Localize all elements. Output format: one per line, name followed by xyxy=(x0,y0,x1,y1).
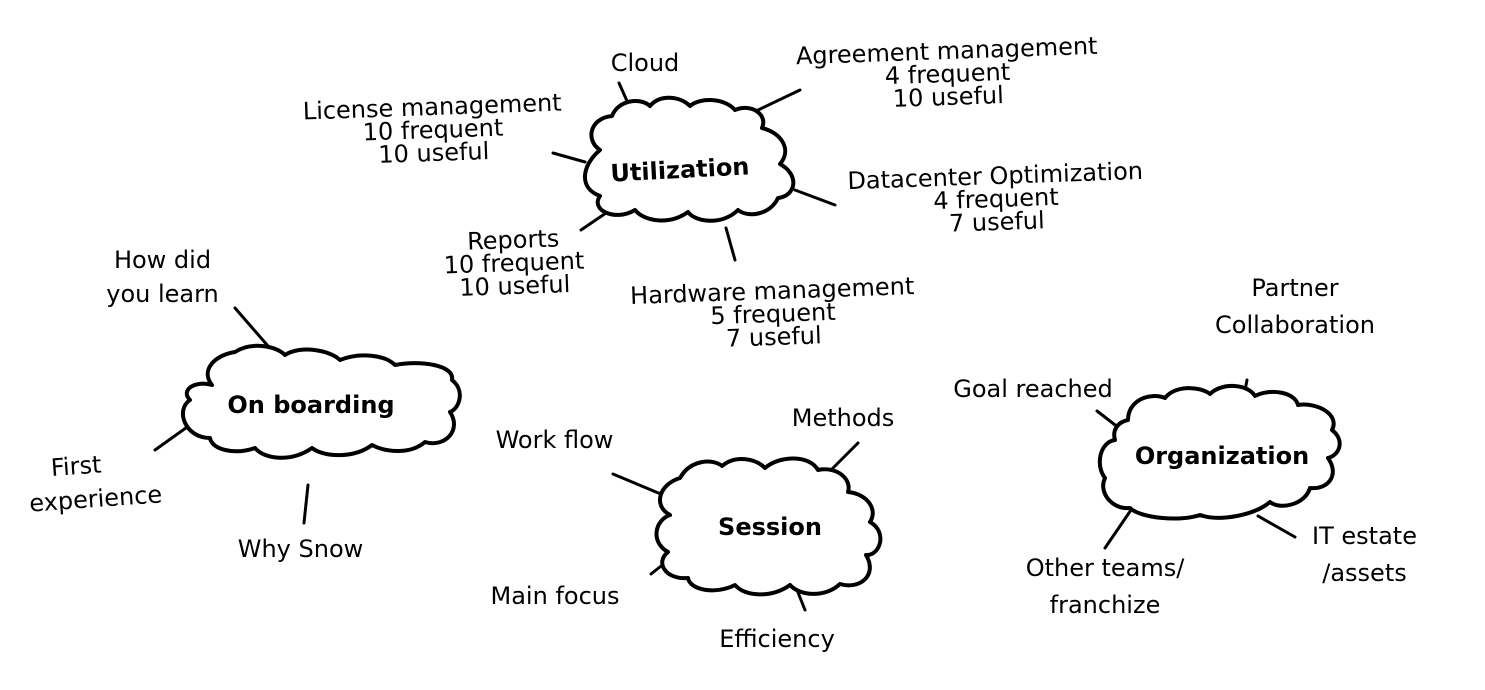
label-partner-line1: Partner xyxy=(1251,274,1339,302)
spoke-why-snow xyxy=(302,483,310,525)
label-it-estate: IT estate /assets xyxy=(1292,518,1437,592)
spoke-other-teams xyxy=(1103,508,1133,550)
session-cluster: Session xyxy=(611,441,883,612)
label-datacenter: Datacenter Optimization 4 frequent 7 use… xyxy=(835,157,1157,239)
label-why-snow-text: Why Snow xyxy=(237,535,364,563)
spoke-hardware xyxy=(724,226,737,262)
label-work-flow-text: Work flow xyxy=(495,426,614,454)
spoke-agreement xyxy=(754,88,802,113)
spoke-license xyxy=(551,151,587,164)
label-reports: Reports 10 frequent 10 useful xyxy=(431,224,597,301)
label-main-focus: Main focus xyxy=(480,582,630,610)
utilization-cluster: Utilization xyxy=(551,81,837,262)
label-other-teams: Other teams/ franchize xyxy=(1005,550,1205,624)
label-it-estate-line1: IT estate xyxy=(1312,522,1417,550)
session-cloud xyxy=(654,456,883,597)
label-partner: Partner Collaboration xyxy=(1200,270,1390,344)
label-goal: Goal reached xyxy=(944,375,1122,403)
label-first-exp: First experience xyxy=(20,443,169,521)
onboarding-cloud xyxy=(180,343,462,460)
organization-hub-label: Organization xyxy=(1135,442,1309,470)
label-other-teams-line2: franchize xyxy=(1049,591,1161,619)
label-how-learn-line2: you learn xyxy=(106,280,219,308)
spoke-methods xyxy=(826,441,860,475)
onboarding-hub-label: On boarding xyxy=(227,391,394,419)
spoke-it-estate xyxy=(1256,514,1297,539)
label-work-flow: Work flow xyxy=(482,426,627,454)
label-agreement: Agreement management 4 frequent 10 usefu… xyxy=(794,32,1101,115)
label-how-learn-line1: How did xyxy=(113,246,212,274)
label-hardware: Hardware management 5 frequent 7 useful xyxy=(625,272,921,354)
label-methods-text: Methods xyxy=(791,404,895,432)
label-license: License management 10 frequent 10 useful xyxy=(301,89,565,169)
spoke-reports xyxy=(579,211,608,232)
spoke-work-flow xyxy=(611,472,670,499)
label-goal-text: Goal reached xyxy=(953,375,1113,403)
label-partner-line2: Collaboration xyxy=(1215,311,1375,339)
label-cloud-text: Cloud xyxy=(610,49,680,77)
label-main-focus-text: Main focus xyxy=(490,582,620,610)
organization-cluster: Organization xyxy=(1095,378,1342,550)
utilization-cloud xyxy=(583,95,796,223)
label-it-estate-line2: /assets xyxy=(1322,559,1407,587)
onboarding-cluster: On boarding xyxy=(153,306,462,525)
label-cloud: Cloud xyxy=(595,49,695,77)
label-how-learn: How did you learn xyxy=(95,243,230,311)
label-methods: Methods xyxy=(782,404,904,432)
spoke-first-exp xyxy=(153,423,192,452)
spoke-datacenter xyxy=(793,188,837,207)
label-efficiency-text: Efficiency xyxy=(719,625,835,653)
spoke-how-learn xyxy=(233,306,270,348)
session-hub-label: Session xyxy=(718,513,822,541)
organization-cloud xyxy=(1097,384,1342,521)
label-other-teams-line1: Other teams/ xyxy=(1025,554,1185,582)
label-why-snow: Why Snow xyxy=(228,535,373,563)
label-efficiency: Efficiency xyxy=(706,625,848,653)
